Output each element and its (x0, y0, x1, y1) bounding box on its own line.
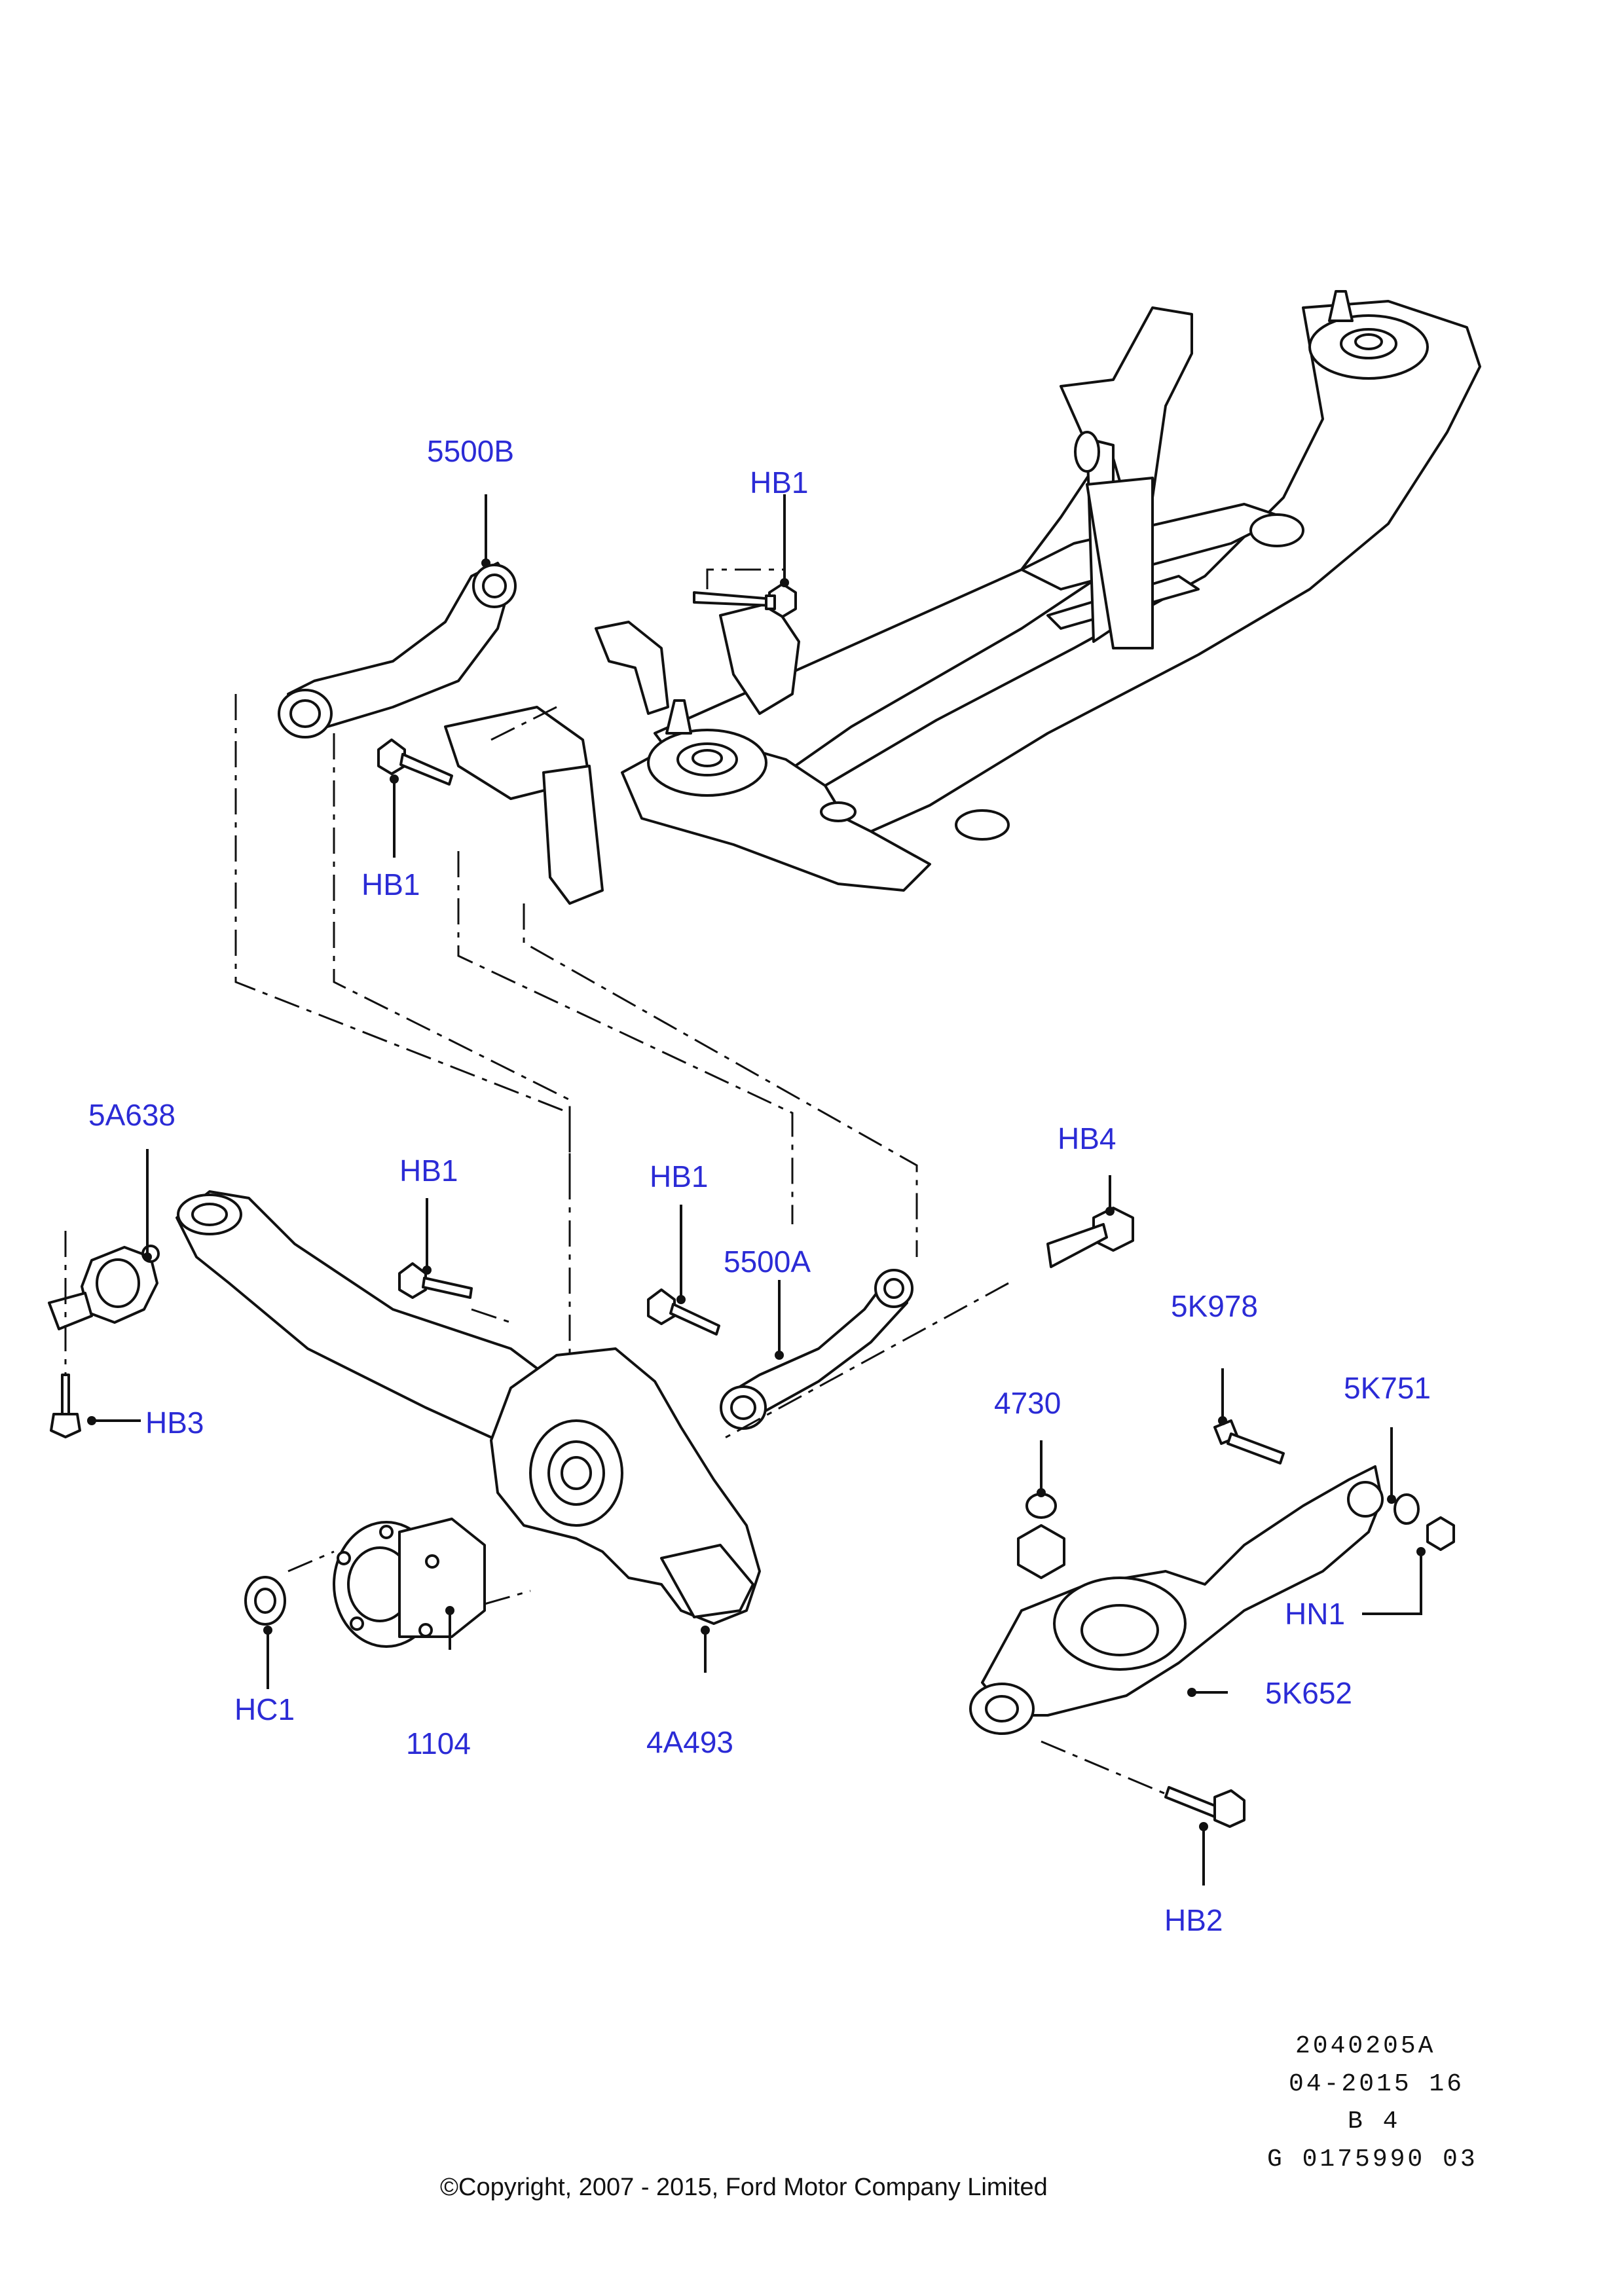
bolt-hb1-left (377, 738, 453, 786)
bolt-hb2 (1164, 1786, 1246, 1828)
document-number: G 0175990 03 (1267, 2145, 1478, 2174)
date-code: 04-2015 16 (1289, 2070, 1465, 2098)
label-5K978[interactable]: 5K978 (1171, 1289, 1259, 1323)
label-hn1[interactable]: HN1 (1285, 1597, 1346, 1631)
bolt-hb4 (1046, 1207, 1134, 1268)
nut-hn1 (1426, 1516, 1455, 1551)
label-5500B[interactable]: 5500B (427, 434, 515, 468)
bolt-5K978 (1213, 1419, 1285, 1465)
upper-arm-5500A (720, 1269, 913, 1430)
washer-5K751 (1393, 1493, 1420, 1525)
label-1104[interactable]: 1104 (406, 1726, 471, 1760)
copyright-notice: ©Copyright, 2007 - 2015, Ford Motor Comp… (440, 2174, 1048, 2201)
label-hb1-mid2[interactable]: HB1 (650, 1159, 709, 1194)
bolt-hb1-mid1 (398, 1262, 473, 1299)
upper-arm-5500B (278, 562, 517, 738)
label-hb2[interactable]: HB2 (1164, 1903, 1223, 1937)
label-4A493[interactable]: 4A493 (646, 1725, 734, 1759)
bump-stop-4730 (1017, 1493, 1065, 1579)
label-hb1-left[interactable]: HB1 (361, 867, 420, 902)
assembly-lines (64, 568, 1166, 1795)
label-hb1-mid1[interactable]: HB1 (399, 1154, 458, 1188)
nut-hc1 (244, 1576, 286, 1626)
bolt-hb1-mid2 (647, 1288, 720, 1336)
label-hb1-top[interactable]: HB1 (750, 465, 809, 500)
illustration-id: 2040205A (1295, 2032, 1436, 2060)
hub-1104 (333, 1518, 486, 1648)
rear-subframe (444, 290, 1481, 905)
knuckle-4A493 (490, 1347, 761, 1625)
leader-lines (92, 494, 1422, 1886)
label-4730[interactable]: 4730 (994, 1386, 1061, 1420)
lower-arm-5K652 (969, 1465, 1384, 1735)
trailing-arm-5A638 (48, 1190, 538, 1442)
grid-reference: B 4 (1348, 2107, 1401, 2136)
label-hc1[interactable]: HC1 (234, 1692, 295, 1726)
label-5K652[interactable]: 5K652 (1265, 1676, 1353, 1710)
bolt-hb3 (50, 1374, 81, 1438)
label-5A638[interactable]: 5A638 (88, 1098, 176, 1132)
label-hb4[interactable]: HB4 (1058, 1121, 1116, 1156)
bolt-hb1-top (693, 583, 797, 618)
label-5500A[interactable]: 5500A (724, 1245, 811, 1279)
label-hb3[interactable]: HB3 (145, 1406, 204, 1440)
leader-dots (87, 558, 1426, 1831)
label-5K751[interactable]: 5K751 (1344, 1371, 1431, 1405)
